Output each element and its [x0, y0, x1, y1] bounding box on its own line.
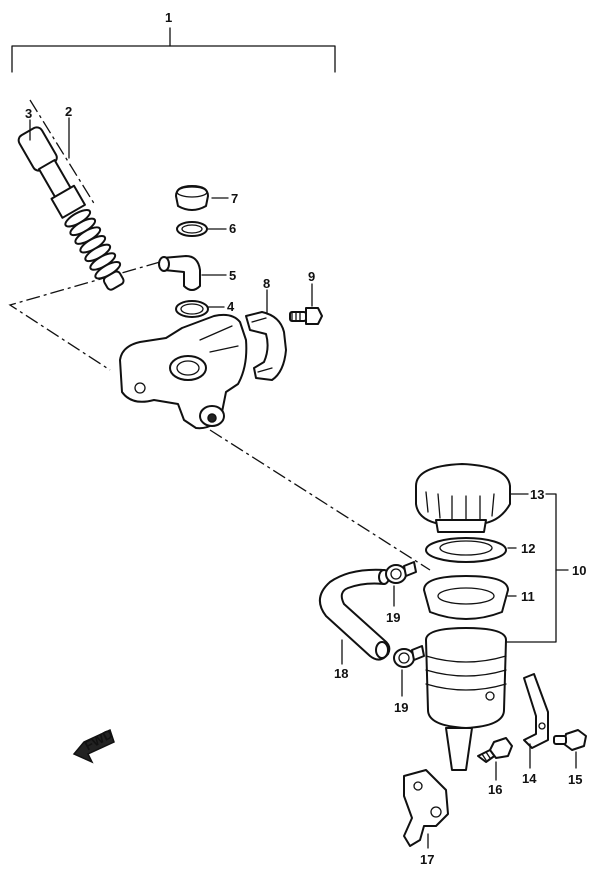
diaphragm: [423, 575, 509, 620]
callout-12: 12: [521, 541, 535, 556]
circlip: [176, 221, 208, 237]
reservoir-hose: [319, 568, 391, 661]
callout-13: 13: [530, 487, 544, 502]
handlebar-clamp: [245, 311, 287, 381]
callout-16: 16: [488, 782, 502, 797]
callout-11: 11: [521, 589, 535, 604]
mounting-plate: [403, 769, 449, 847]
callout-19-lower: 19: [394, 700, 408, 715]
reservoir-body: [425, 627, 507, 771]
callout-2: 2: [65, 104, 72, 119]
assembly-bracket: [11, 27, 336, 73]
callout-10: 10: [572, 563, 586, 578]
callout-9: 9: [308, 269, 315, 284]
callout-8: 8: [263, 276, 270, 291]
piston-assembly: [17, 126, 125, 291]
reservoir-bracket: [523, 673, 549, 749]
reservoir-cap: [415, 463, 511, 533]
callout-17: 17: [420, 852, 434, 867]
forward-arrow-icon: FWD: [72, 726, 115, 764]
reservoir-cap-small: [175, 185, 209, 211]
callout-3: 3: [25, 106, 32, 121]
clamp-bolt: [289, 307, 323, 325]
master-cylinder-body: [119, 313, 248, 430]
bracket-bolt: [553, 729, 587, 751]
callout-7: 7: [231, 191, 238, 206]
callout-14: 14: [522, 771, 537, 786]
leader-lines: [29, 117, 577, 849]
hose-clamp-lower: [393, 645, 425, 668]
callout-15: 15: [568, 772, 582, 787]
callout-4: 4: [227, 299, 235, 314]
callout-5: 5: [229, 268, 236, 283]
callout-19-upper: 19: [386, 610, 400, 625]
hose-clamp-upper: [385, 561, 417, 584]
hose-connector: [158, 255, 201, 291]
callout-labels: 1 2 3 4 5 6 7 8 9 10 11 12 13 14 15 16 1…: [25, 10, 586, 867]
diaphragm-plate: [425, 537, 507, 563]
reservoir-mount-bolt: [477, 737, 513, 763]
callout-1: 1: [165, 10, 172, 25]
o-ring: [175, 300, 209, 318]
callout-18: 18: [334, 666, 348, 681]
callout-6: 6: [229, 221, 236, 236]
